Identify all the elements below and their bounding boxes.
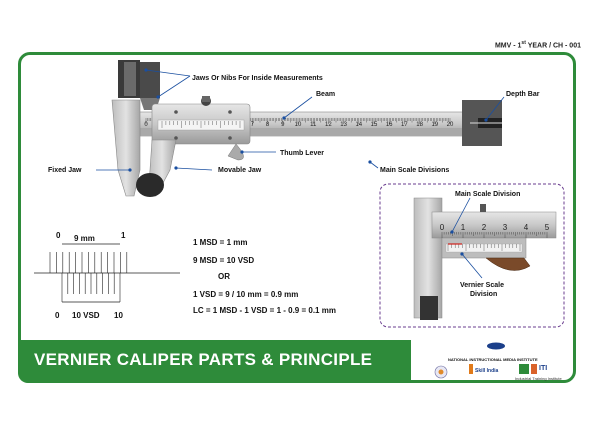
main-scale-number: 7 [251, 122, 255, 128]
principle-vernier-ticks [61, 273, 121, 302]
label-thumb-lever: Thumb Lever [280, 150, 324, 157]
institute-name: NATIONAL INSTRUCTIONAL MEDIA INSTITUTE [448, 357, 538, 362]
inset-main-number: 1 [461, 223, 466, 232]
inset-label-vernier-1: Vernier Scale [460, 282, 504, 289]
principle-top-left: 0 [56, 231, 61, 240]
logo-area: Skill India ITI Industrial Training Inst… [411, 340, 576, 383]
principle-top-right: 1 [121, 231, 126, 240]
nimi-logo-icon [487, 342, 505, 350]
equation-3: 1 VSD = 9 / 10 mm = 0.9 mm [193, 290, 299, 299]
main-scale-number: 15 [371, 122, 378, 128]
main-scale-number: 0 [144, 122, 148, 128]
main-scale-number: 20 [447, 122, 454, 128]
label-main-scale-divisions: Main Scale Divisions [380, 167, 449, 174]
main-scale-number: 14 [355, 122, 362, 128]
main-scale-number: 10 [295, 122, 302, 128]
equation-2: 9 MSD = 10 VSD [193, 256, 255, 265]
inset-main-number: 5 [545, 223, 550, 232]
main-scale-number: 18 [416, 122, 423, 128]
inset-main-number: 3 [503, 223, 508, 232]
inside-jaw-movable [140, 62, 160, 98]
equation-or: OR [218, 272, 230, 281]
footer-title: VERNIER CALIPER PARTS & PRINCIPLE [34, 350, 373, 369]
main-scale-number: 9 [281, 122, 285, 128]
footer-banner: VERNIER CALIPER PARTS & PRINCIPLE [18, 340, 411, 383]
inset-label-main-scale-division: Main Scale Division [455, 191, 520, 198]
equation-1: 1 MSD = 1 mm [193, 238, 248, 247]
skill-india-label: Skill India [475, 368, 499, 374]
main-scale-number: 17 [401, 122, 408, 128]
iti-caption: Industrial Training Institute [515, 376, 562, 381]
principle-main-ticks [49, 252, 128, 273]
inset-main-numbers: 0 1 2 3 4 5 [440, 223, 550, 232]
vernier-ticks [161, 121, 241, 128]
label-depth-bar: Depth Bar [506, 91, 540, 98]
thumb-lever [227, 143, 244, 161]
iti-icon [519, 364, 529, 374]
main-scale-number: 12 [325, 122, 332, 128]
label-fixed-jaw: Fixed Jaw [48, 167, 82, 174]
main-scale-number: 16 [386, 122, 393, 128]
inset-main-number: 0 [440, 223, 445, 232]
principle-bottom-left: 0 [55, 311, 60, 320]
skill-india-icon [469, 364, 473, 374]
measured-object [136, 173, 164, 197]
inset-main-number: 4 [524, 223, 529, 232]
label-beam: Beam [316, 91, 335, 98]
main-scale-number: 8 [266, 122, 270, 128]
inset-main-number: 2 [482, 223, 487, 232]
document-code: MMV - 1st YEAR / CH - 001 [494, 40, 581, 50]
equation-4: LC = 1 MSD - 1 VSD = 1 - 0.9 = 0.1 mm [193, 306, 336, 315]
main-scale-number: 19 [431, 122, 438, 128]
principle-top-span: 9 mm [74, 234, 95, 243]
fixed-jaw [111, 99, 141, 197]
principle-bottom-right: 10 [114, 311, 123, 320]
inset-vernier-ticks [447, 244, 521, 251]
main-scale-number: 11 [310, 122, 317, 128]
label-jaws-inside: Jaws Or Nibs For Inside Measurements [192, 75, 323, 82]
label-movable-jaw: Movable Jaw [218, 167, 262, 174]
inset-label-vernier-2: Division [470, 291, 497, 298]
principle-bottom-span: 10 VSD [72, 311, 100, 320]
iti-label: ITI [539, 365, 548, 372]
main-scale-number: 13 [340, 122, 347, 128]
